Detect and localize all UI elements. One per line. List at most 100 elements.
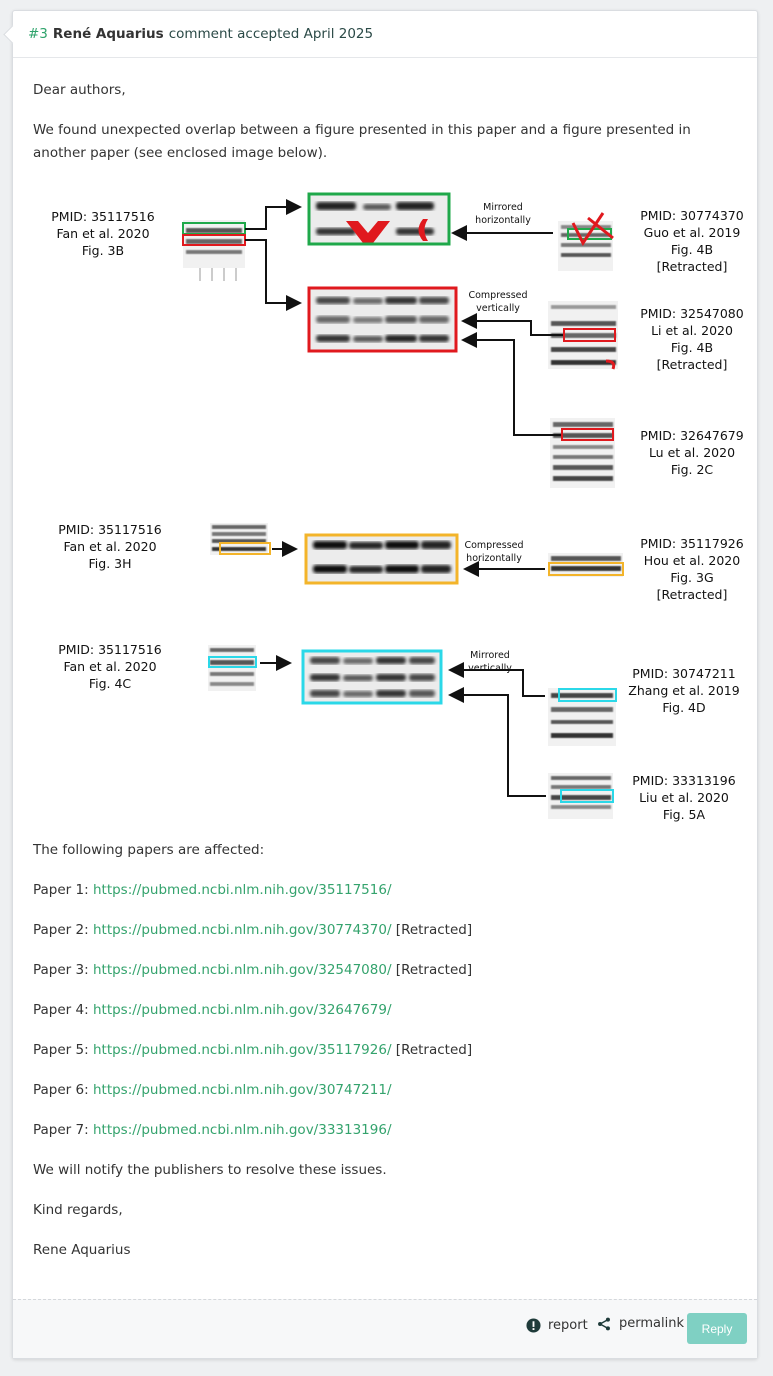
- caption-mv-line2: vertically: [468, 663, 512, 674]
- label-b1-pmid: PMID: 30774370: [640, 208, 744, 223]
- signature: Rene Aquarius: [33, 1242, 131, 1258]
- paper-line-2: Paper 2: https://pubmed.ncbi.nlm.nih.gov…: [33, 919, 472, 942]
- label-a3-pmid: PMID: 35117516: [58, 642, 162, 657]
- paper-note: [Retracted]: [395, 962, 473, 978]
- comment-footer: report permalink Reply: [13, 1299, 757, 1358]
- comment-card: #3 René Aquarius comment accepted April …: [3, 10, 758, 1359]
- label-b3-pmid: PMID: 32647679: [640, 428, 744, 443]
- blot-thumb-b5: [548, 688, 617, 746]
- blot-enlarged-cyan: [301, 649, 443, 705]
- greeting: Dear authors,: [33, 82, 126, 98]
- paper-link-5[interactable]: https://pubmed.ncbi.nlm.nih.gov/35117926…: [92, 1042, 392, 1058]
- paper-link-4[interactable]: https://pubmed.ncbi.nlm.nih.gov/32647679…: [92, 1002, 392, 1018]
- paper-link-2[interactable]: https://pubmed.ncbi.nlm.nih.gov/30774370…: [92, 922, 392, 938]
- label-a2: PMID: 35117516 Fan et al. 2020 Fig. 3H: [50, 521, 170, 572]
- blot-enlarged-green: [307, 192, 451, 246]
- label-a1: PMID: 35117516 Fan et al. 2020 Fig. 3B: [43, 208, 163, 259]
- paper-link-6[interactable]: https://pubmed.ncbi.nlm.nih.gov/30747211…: [92, 1082, 392, 1098]
- paper-line-7: Paper 7: https://pubmed.ncbi.nlm.nih.gov…: [33, 1119, 392, 1142]
- label-b6-author: Liu et al. 2020: [639, 790, 729, 805]
- paper-line-3: Paper 3: https://pubmed.ncbi.nlm.nih.gov…: [33, 959, 472, 982]
- report-button[interactable]: report: [526, 1318, 588, 1333]
- label-b2-author: Li et al. 2020: [651, 323, 733, 338]
- paper-label: Paper 6:: [33, 1082, 89, 1098]
- figure-graphics: [182, 192, 624, 819]
- reply-button[interactable]: Reply: [687, 1313, 747, 1344]
- label-b2-note: [Retracted]: [656, 357, 728, 372]
- permalink-label: permalink: [619, 1316, 684, 1331]
- paper-label: Paper 5:: [33, 1042, 89, 1058]
- report-label: report: [548, 1318, 588, 1333]
- closing-text: Kind regards,: [33, 1202, 123, 1218]
- caption-cv-line2: vertically: [476, 303, 520, 314]
- label-b4-note: [Retracted]: [656, 587, 728, 602]
- paper-line-4: Paper 4: https://pubmed.ncbi.nlm.nih.gov…: [33, 999, 392, 1022]
- permalink-button[interactable]: permalink: [597, 1316, 684, 1331]
- label-b1-fig: Fig. 4B: [670, 242, 714, 257]
- label-a1-author: Fan et al. 2020: [56, 226, 150, 241]
- blot-thumb-a1: [182, 220, 246, 281]
- label-b5: PMID: 30747211 Zhang et al. 2019 Fig. 4D: [620, 665, 748, 716]
- header-notch: [3, 25, 22, 44]
- comment-status: comment accepted April 2025: [168, 26, 374, 42]
- paper-line-5: Paper 5: https://pubmed.ncbi.nlm.nih.gov…: [33, 1039, 472, 1062]
- blot-enlarged-orange: [304, 533, 459, 585]
- caption-compressed-horizontally: Compressed horizontally: [454, 539, 534, 565]
- label-b4-author: Hou et al. 2020: [643, 553, 741, 568]
- label-b5-author: Zhang et al. 2019: [628, 683, 740, 698]
- label-b4-fig: Fig. 3G: [670, 570, 714, 585]
- label-b6-fig: Fig. 5A: [662, 807, 706, 822]
- label-a2-fig: Fig. 3H: [88, 556, 132, 571]
- paper-note: [Retracted]: [395, 1042, 473, 1058]
- caption-mh-line1: Mirrored: [483, 202, 523, 213]
- affected-heading: The following papers are affected:: [33, 842, 265, 858]
- comment-header: #3 René Aquarius comment accepted April …: [3, 11, 757, 58]
- caption-cv-line1: Compressed: [468, 290, 528, 301]
- label-b2-fig: Fig. 4B: [670, 340, 714, 355]
- label-b1-author: Guo et al. 2019: [643, 225, 741, 240]
- paper-link-3[interactable]: https://pubmed.ncbi.nlm.nih.gov/32547080…: [92, 962, 392, 978]
- label-a3-fig: Fig. 4C: [88, 676, 132, 691]
- label-b5-fig: Fig. 4D: [662, 700, 706, 715]
- exclamation-circle-icon: [526, 1318, 541, 1333]
- label-a1-pmid: PMID: 35117516: [51, 209, 155, 224]
- paper-label: Paper 2:: [33, 922, 89, 938]
- label-a2-author: Fan et al. 2020: [63, 539, 157, 554]
- blot-enlarged-red: [307, 286, 458, 353]
- paper-line-6: Paper 6: https://pubmed.ncbi.nlm.nih.gov…: [33, 1079, 392, 1102]
- comment-author[interactable]: René Aquarius: [52, 26, 164, 42]
- paper-label: Paper 7:: [33, 1122, 89, 1138]
- paper-line-1: Paper 1: https://pubmed.ncbi.nlm.nih.gov…: [33, 879, 392, 902]
- label-a3: PMID: 35117516 Fan et al. 2020 Fig. 4C: [50, 641, 170, 692]
- blot-thumb-b4: [548, 553, 624, 577]
- comment-number[interactable]: #3: [28, 26, 48, 42]
- label-b5-pmid: PMID: 30747211: [632, 666, 736, 681]
- notify-text: We will notify the publishers to resolve…: [33, 1162, 387, 1178]
- caption-compressed-vertically: Compressed vertically: [458, 289, 538, 315]
- caption-mirrored-vertically: Mirrored vertically: [450, 649, 530, 675]
- label-b4: PMID: 35117926 Hou et al. 2020 Fig. 3G […: [628, 535, 756, 603]
- intro-text: We found unexpected overlap between a fi…: [33, 122, 691, 161]
- paper-label: Paper 3:: [33, 962, 89, 978]
- caption-mv-line1: Mirrored: [470, 650, 510, 661]
- label-b6-pmid: PMID: 33313196: [632, 773, 736, 788]
- paper-note: [Retracted]: [395, 922, 473, 938]
- comparison-figure: PMID: 35117516 Fan et al. 2020 Fig. 3B P…: [28, 183, 758, 823]
- share-icon: [598, 1317, 610, 1330]
- paper-link-1[interactable]: https://pubmed.ncbi.nlm.nih.gov/35117516…: [92, 882, 392, 898]
- blot-thumb-a3: [208, 645, 257, 691]
- label-b6: PMID: 33313196 Liu et al. 2020 Fig. 5A: [620, 772, 748, 823]
- paper-label: Paper 4:: [33, 1002, 89, 1018]
- label-b3-fig: Fig. 2C: [670, 462, 714, 477]
- label-b1: PMID: 30774370 Guo et al. 2019 Fig. 4B […: [628, 207, 756, 275]
- label-b2-pmid: PMID: 32547080: [640, 306, 744, 321]
- paper-label: Paper 1:: [33, 882, 89, 898]
- caption-mh-line2: horizontally: [475, 215, 531, 226]
- paper-link-7[interactable]: https://pubmed.ncbi.nlm.nih.gov/33313196…: [92, 1122, 392, 1138]
- caption-ch-line1: Compressed: [464, 540, 524, 551]
- label-b2: PMID: 32547080 Li et al. 2020 Fig. 4B [R…: [628, 305, 756, 373]
- blot-thumb-b6: [548, 773, 614, 819]
- label-a3-author: Fan et al. 2020: [63, 659, 157, 674]
- blot-thumb-b1: [558, 212, 614, 271]
- blot-thumb-a2: [210, 523, 271, 555]
